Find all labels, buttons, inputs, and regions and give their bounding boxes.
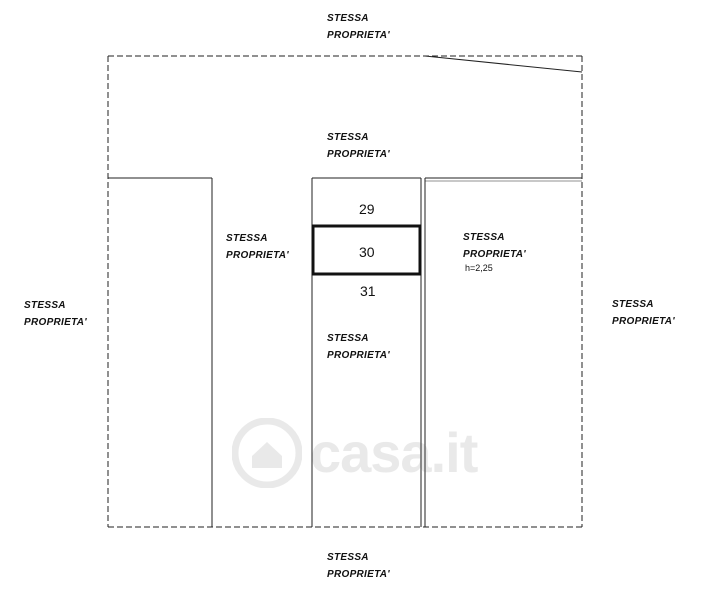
label-bottom-line1: STESSA [327,552,369,563]
label-far-right-line1: STESSA [612,299,654,310]
label-mid-right: STESSA PROPRIETA' [463,229,526,263]
height-note: h=2,25 [465,263,493,273]
unit-29-number: 29 [359,201,375,217]
label-mid-left-line1: STESSA [226,233,268,244]
label-upper-center-line2: PROPRIETA' [327,149,390,160]
label-bottom-line2: PROPRIETA' [327,569,390,580]
label-mid-left: STESSA PROPRIETA' [226,230,289,264]
label-far-left-line1: STESSA [24,300,66,311]
unit-30-number: 30 [359,244,375,260]
label-top: STESSA PROPRIETA' [327,10,390,44]
right-block-outline [424,177,582,527]
label-upper-center-line1: STESSA [327,132,369,143]
label-upper-center: STESSA PROPRIETA' [327,129,390,163]
label-bottom: STESSA PROPRIETA' [327,549,390,583]
left-block-outline [108,177,213,527]
label-center-line1: STESSA [327,333,369,344]
label-top-line1: STESSA [327,13,369,24]
label-center-line2: PROPRIETA' [327,350,390,361]
label-far-right-line2: PROPRIETA' [612,316,675,327]
label-far-right: STESSA PROPRIETA' [612,296,675,330]
label-mid-right-line1: STESSA [463,232,505,243]
boundary-diagonal [424,55,583,73]
property-boundary [107,55,583,528]
label-far-left-line2: PROPRIETA' [24,317,87,328]
label-top-line2: PROPRIETA' [327,30,390,41]
label-far-left: STESSA PROPRIETA' [24,297,87,331]
label-mid-left-line2: PROPRIETA' [226,250,289,261]
unit-31-number: 31 [360,283,376,299]
unit-30-box [311,224,422,276]
label-mid-right-line2: PROPRIETA' [463,249,526,260]
label-center: STESSA PROPRIETA' [327,330,390,364]
